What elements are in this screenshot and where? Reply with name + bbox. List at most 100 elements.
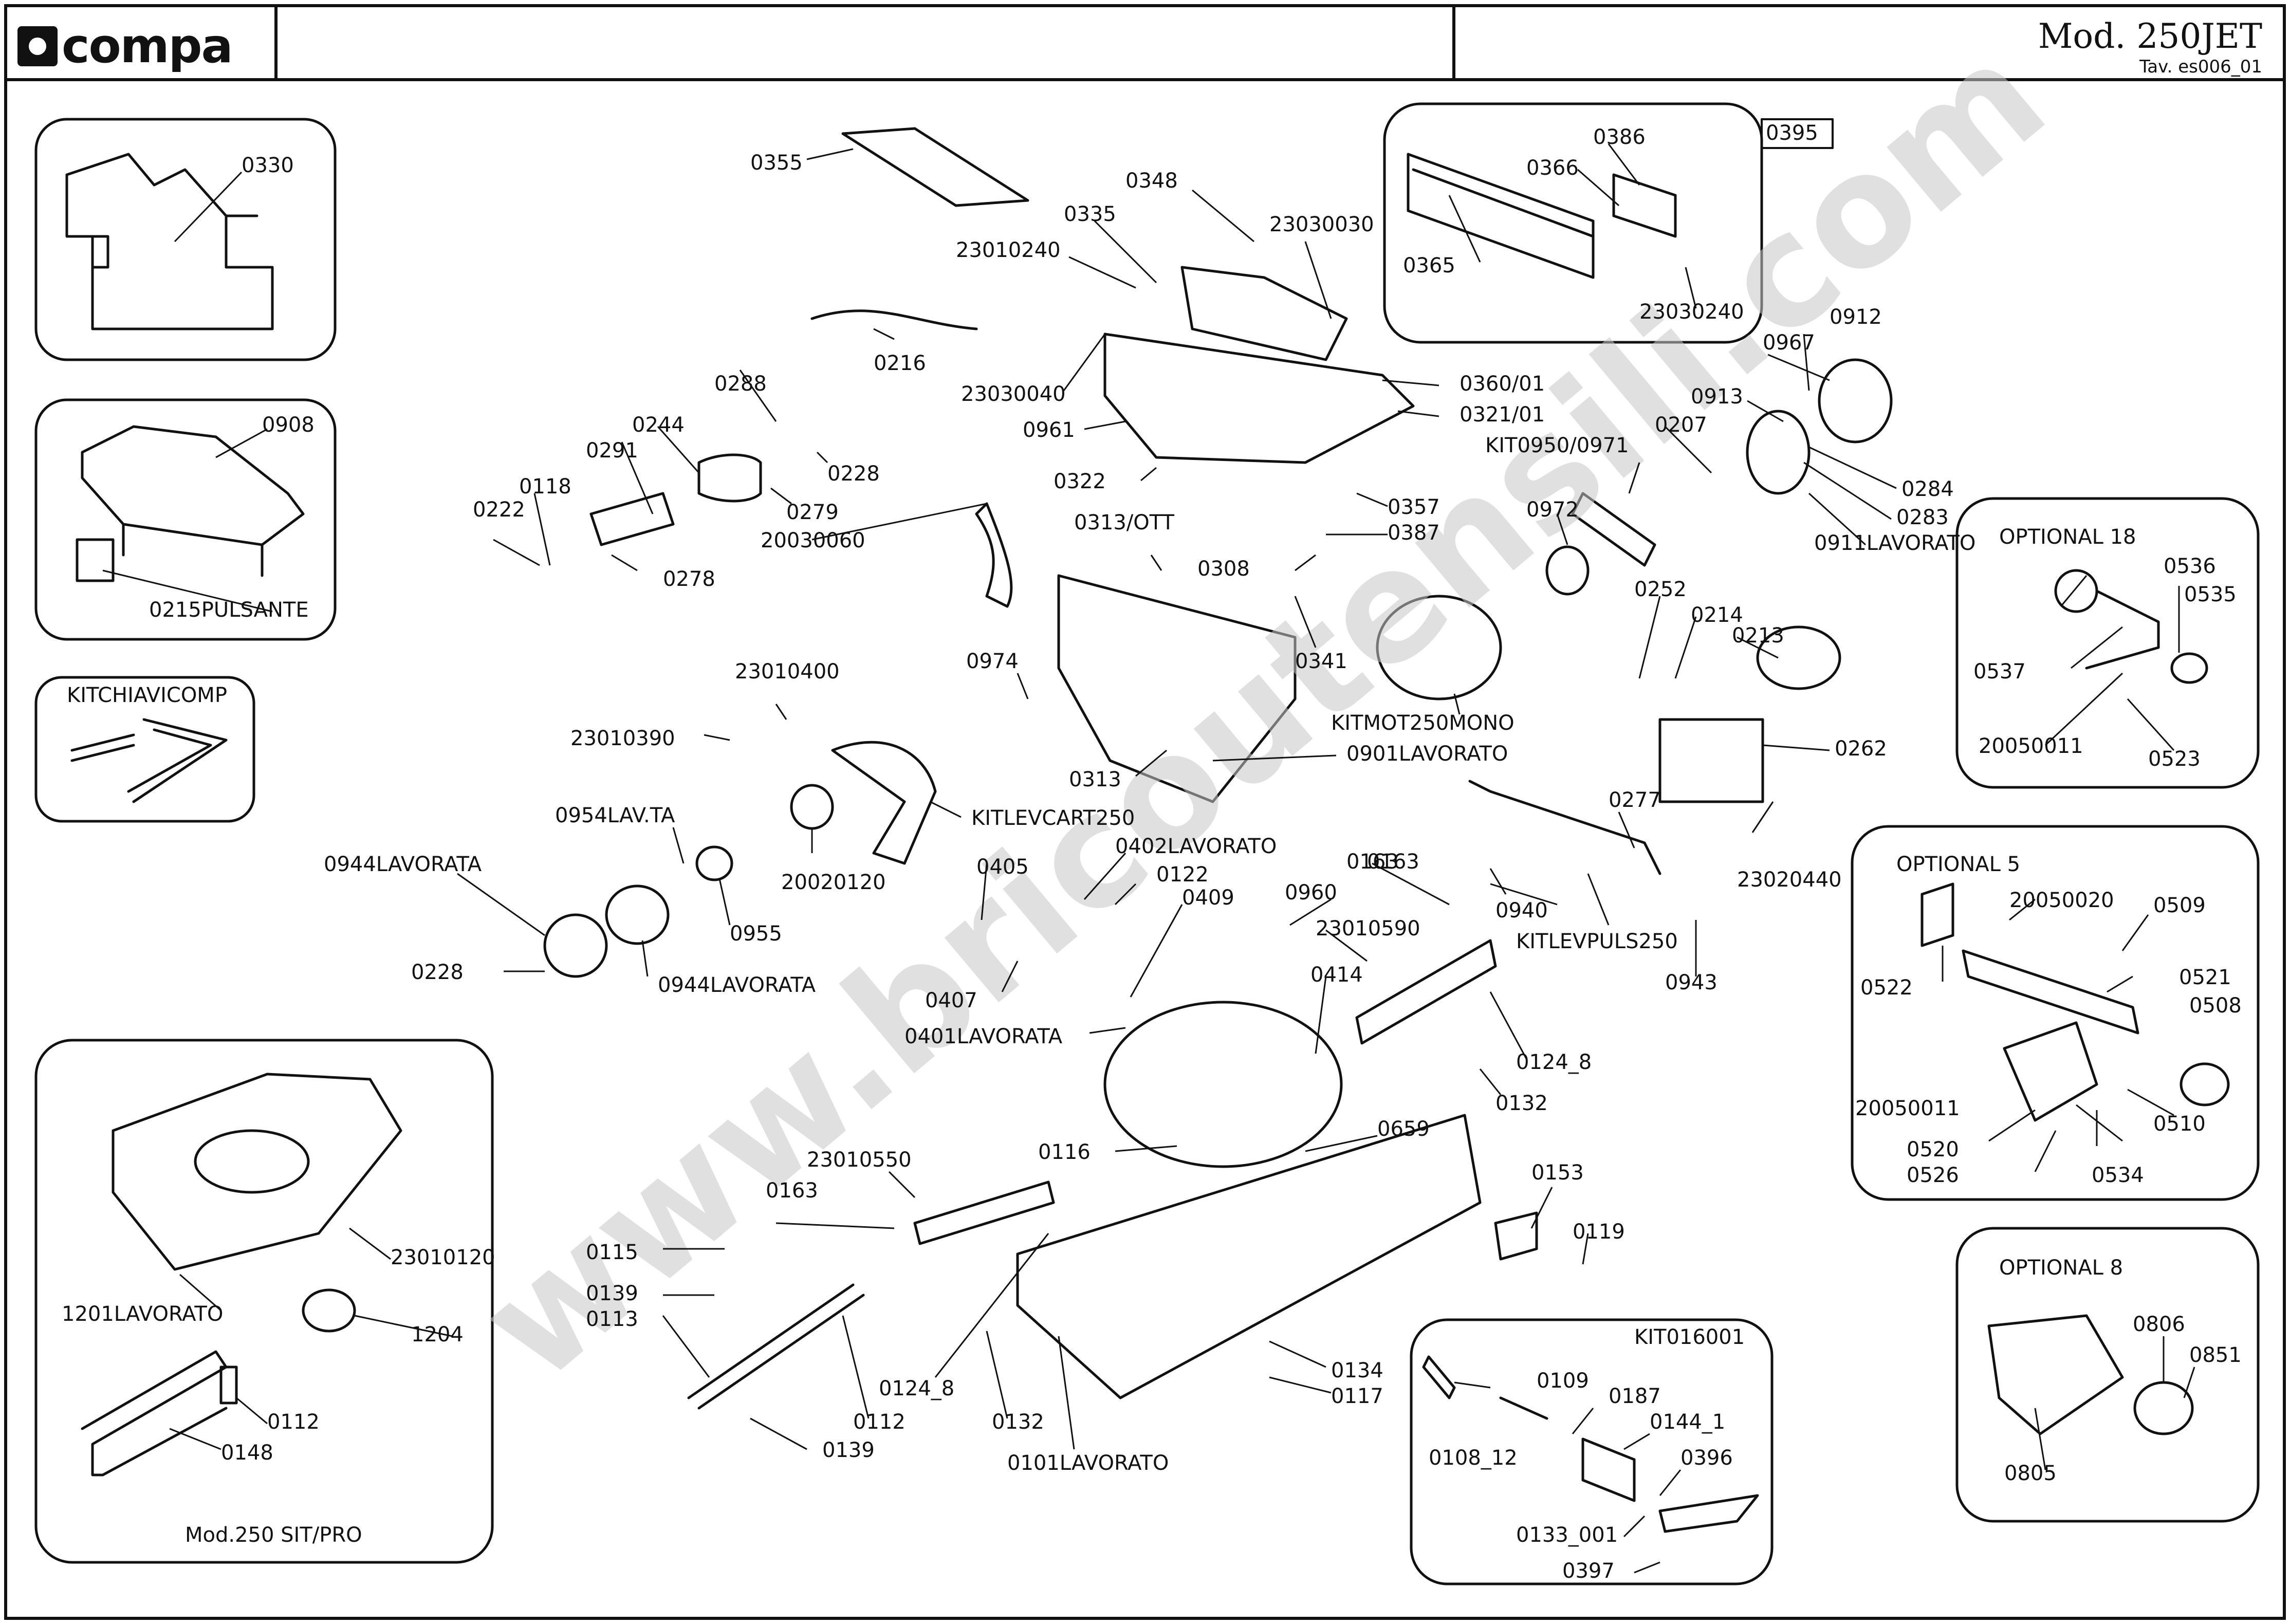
callout-0108-12: 0108_12 — [1429, 1446, 1518, 1470]
callout-0228-top: 0228 — [827, 462, 880, 486]
part-0508-knob — [2180, 1062, 2230, 1106]
callout-0124-8-right: 0124_8 — [1516, 1050, 1592, 1074]
part-0908-cover — [81, 425, 305, 546]
callout-0912: 0912 — [1830, 305, 1882, 329]
callout-0944-disc: 0944LAVORATA — [658, 973, 816, 997]
leader-lines — [102, 143, 2195, 1574]
callout-0112-inset: 0112 — [267, 1410, 320, 1434]
callout-0321-01: 0321/01 — [1460, 403, 1545, 427]
callout-0124-8-left: 0124_8 — [879, 1377, 954, 1400]
callout-0943: 0943 — [1665, 971, 1718, 994]
title-divider — [1452, 7, 1455, 78]
brand-logo: compa — [17, 19, 233, 73]
inset-title-250-sit: Mod.250 SIT/PRO — [185, 1523, 362, 1547]
callout-0401: 0401LAVORATA — [904, 1025, 1063, 1048]
callout-1201: 1201LAVORATO — [62, 1302, 223, 1326]
callout-0322: 0322 — [1054, 470, 1106, 493]
callout-0278: 0278 — [663, 567, 715, 591]
callout-0244: 0244 — [632, 413, 685, 437]
part-0330-bracket — [65, 153, 274, 330]
callout-0118: 0118 — [519, 475, 571, 499]
callout-0207: 0207 — [1655, 413, 1707, 437]
part-0278-shaft — [589, 492, 675, 546]
callout-0163-center: 0163 — [1367, 850, 1419, 874]
callout-0355: 0355 — [750, 151, 803, 175]
part-0911-flange — [1746, 410, 1811, 495]
callout-0967: 0967 — [1763, 331, 1815, 355]
callout-23010390: 23010390 — [570, 727, 675, 750]
callout-0252: 0252 — [1634, 578, 1687, 601]
callout-0116: 0116 — [1038, 1140, 1091, 1164]
part-0944-wheel — [543, 913, 608, 978]
callout-0534: 0534 — [2092, 1164, 2144, 1187]
callout-0414: 0414 — [1310, 963, 1363, 987]
inset-box-0395 — [1383, 102, 1763, 344]
callout-0955: 0955 — [730, 922, 782, 946]
callout-kitlevpuls250: KITLEVPULS250 — [1516, 930, 1678, 953]
callout-23010240: 23010240 — [956, 238, 1061, 262]
callout-0407: 0407 — [925, 989, 977, 1012]
callout-0122: 0122 — [1156, 863, 1209, 887]
callout-0262: 0262 — [1835, 737, 1887, 761]
inset-box-kit016001 — [1410, 1318, 1774, 1585]
inset-title-kit016001: KIT016001 — [1634, 1325, 1745, 1349]
inset-title-optional-8: OPTIONAL 8 — [1999, 1256, 2123, 1280]
callout-0396: 0396 — [1680, 1446, 1733, 1470]
callout-0215: 0215PULSANTE — [149, 598, 309, 622]
callout-0341: 0341 — [1295, 650, 1347, 673]
part-optional18-lever — [2054, 569, 2160, 670]
callout-0187: 0187 — [1609, 1385, 1661, 1408]
callout-0974: 0974 — [966, 650, 1019, 673]
watermark: www.bricoutensili.com — [448, 7, 2078, 1415]
inset-title-optional-5: OPTIONAL 5 — [1896, 853, 2020, 876]
part-0153-clip — [1494, 1211, 1538, 1261]
part-0101-base — [1016, 1114, 1482, 1399]
callout-0366: 0366 — [1526, 156, 1579, 180]
callout-0144-1: 0144_1 — [1650, 1410, 1725, 1434]
callout-0537: 0537 — [1973, 660, 2026, 684]
part-23010550-rail — [913, 1180, 1055, 1245]
callout-23010550: 23010550 — [807, 1148, 912, 1172]
part-0216-cable — [810, 309, 978, 330]
callout-0284: 0284 — [1901, 477, 1954, 501]
callout-0279: 0279 — [786, 501, 839, 524]
callout-kit0950-0971: KIT0950/0971 — [1485, 434, 1629, 457]
callout-0283: 0283 — [1896, 506, 1949, 529]
part-kit0950-armature — [1571, 492, 1656, 567]
callout-0357: 0357 — [1388, 495, 1440, 519]
callout-0330: 0330 — [242, 154, 294, 177]
callout-0139-bottom: 0139 — [822, 1438, 875, 1462]
callout-0520: 0520 — [1907, 1138, 1959, 1161]
callout-0954: 0954LAV.TA — [555, 804, 675, 827]
callout-kitlevcart250: KITLEVCART250 — [971, 806, 1135, 830]
logo-text: compa — [62, 19, 233, 73]
callout-kitmot250mono: KITMOT250MONO — [1331, 711, 1515, 735]
callout-0291: 0291 — [586, 439, 638, 463]
callout-20020120: 20020120 — [781, 871, 886, 894]
callout-0536: 0536 — [2164, 555, 2216, 578]
part-0972-bearing — [1545, 545, 1590, 596]
inset-tag-0395 — [1761, 118, 1834, 149]
callout-0113: 0113 — [586, 1307, 638, 1331]
callout-0972: 0972 — [1526, 498, 1579, 522]
callout-0134: 0134 — [1331, 1359, 1383, 1382]
part-0901-housing — [1057, 574, 1297, 803]
part-23030030-blade-guard — [1180, 266, 1348, 361]
title-block: compa Mod. 250JET Tav. es006_01 — [4, 4, 2286, 81]
callout-0360-01: 0360/01 — [1460, 372, 1545, 396]
callout-0405: 0405 — [976, 855, 1029, 879]
part-optional5-guide — [1920, 882, 2139, 1035]
part-0365-fence — [1407, 153, 1595, 279]
callout-0163-right: 0163 — [1346, 850, 1399, 874]
callout-0521: 0521 — [2179, 966, 2231, 989]
callout-0522: 0522 — [1860, 976, 1913, 1000]
part-kitlevcart-lever — [831, 741, 937, 865]
callout-0523: 0523 — [2148, 747, 2201, 771]
callout-20030060: 20030060 — [761, 529, 865, 552]
callout-0139-top: 0139 — [586, 1282, 638, 1305]
callout-0115: 0115 — [586, 1241, 638, 1264]
part-0912-cover — [1818, 358, 1893, 444]
callout-0277: 0277 — [1609, 788, 1661, 812]
inset-box-optional-18 — [1955, 497, 2260, 789]
part-0401-turntable — [1103, 1001, 1343, 1168]
